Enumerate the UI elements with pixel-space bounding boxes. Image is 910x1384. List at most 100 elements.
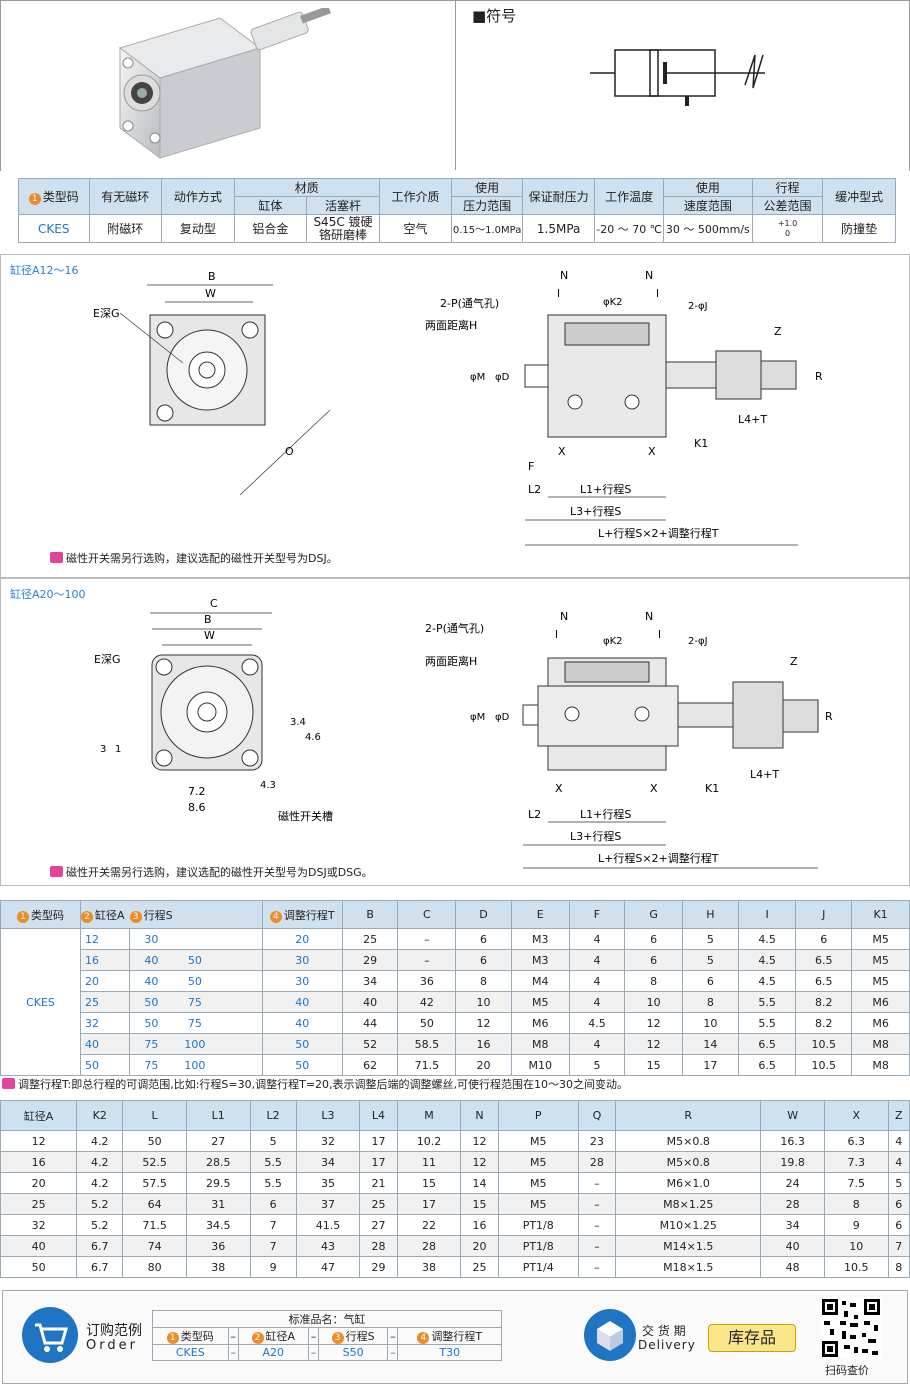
svg-text:L3+行程S: L3+行程S <box>570 830 621 843</box>
svg-text:3.4: 3.4 <box>290 717 306 728</box>
svg-text:Z: Z <box>790 655 798 668</box>
svg-text:L4+T: L4+T <box>750 768 779 781</box>
svg-text:K1: K1 <box>694 437 708 450</box>
svg-text:N: N <box>560 269 568 282</box>
svg-text:φM: φM <box>470 712 485 723</box>
dim-label: E深G <box>93 307 119 320</box>
svg-text:φK2: φK2 <box>603 636 623 647</box>
svg-text:L2: L2 <box>528 808 541 821</box>
svg-text:X: X <box>650 782 658 795</box>
spec-type-code: CKES <box>18 214 90 243</box>
svg-text:L1+行程S: L1+行程S <box>580 483 631 496</box>
drawing1-note: 磁性开关需另行选购，建议选配的磁性开关型号为DSJ。 <box>50 550 338 566</box>
svg-text:R: R <box>815 370 823 383</box>
svg-text:L+行程S×2+调整行程T: L+行程S×2+调整行程T <box>598 526 719 540</box>
svg-text:φM: φM <box>470 372 485 383</box>
note-icon <box>2 1078 15 1089</box>
type-code-cell: CKES <box>0 928 81 1076</box>
svg-text:两面距离H: 两面距离H <box>425 654 477 668</box>
svg-text:K1: K1 <box>705 782 719 795</box>
svg-text:F: F <box>528 460 534 473</box>
svg-text:2-P(通气孔): 2-P(通气孔) <box>440 296 499 310</box>
delivery-title: 交 货 期 <box>642 1324 686 1338</box>
svg-text:8.6: 8.6 <box>188 801 206 814</box>
note-icon <box>50 552 63 563</box>
svg-text:L4+T: L4+T <box>738 413 767 426</box>
drawing2-front-view: C B W E深G 3 1 7.2 8.6 3.4 4.6 4.3 磁性开关槽 <box>94 597 333 823</box>
svg-text:R: R <box>825 710 833 723</box>
svg-text:3: 3 <box>100 744 106 755</box>
drawing1-front-view: B W E深G O <box>93 270 331 496</box>
svg-text:C: C <box>210 597 218 610</box>
scan-label: 扫码查价 <box>825 1364 869 1377</box>
svg-text:X: X <box>558 445 566 458</box>
order-subtitle: Order <box>86 1338 138 1353</box>
svg-text:L1+行程S: L1+行程S <box>580 808 631 821</box>
svg-text:X: X <box>555 782 563 795</box>
svg-text:两面距离H: 两面距离H <box>425 318 477 332</box>
svg-text:φD: φD <box>495 372 510 383</box>
svg-text:N: N <box>645 269 653 282</box>
cart-icon <box>22 1307 78 1363</box>
delivery-subtitle: Delivery <box>638 1338 696 1352</box>
svg-text:4.3: 4.3 <box>260 780 276 791</box>
product-photo <box>118 8 331 159</box>
svg-text:W: W <box>204 629 215 642</box>
svg-text:2-φJ: 2-φJ <box>688 301 708 312</box>
svg-text:L2: L2 <box>528 483 541 496</box>
svg-text:2-P(通气孔): 2-P(通气孔) <box>425 621 484 635</box>
symbol-title: ■符号 <box>472 7 517 25</box>
note-icon <box>50 866 63 877</box>
svg-text:L+行程S×2+调整行程T: L+行程S×2+调整行程T <box>598 851 719 865</box>
svg-text:7.2: 7.2 <box>188 785 206 798</box>
dim-label: B <box>208 270 216 283</box>
svg-text:N: N <box>560 610 568 623</box>
svg-text:B: B <box>204 613 212 626</box>
svg-text:磁性开关槽: 磁性开关槽 <box>278 809 333 823</box>
svg-text:2-φJ: 2-φJ <box>688 636 708 647</box>
table1-note: 调整行程T:即总行程的可调范围,比如:行程S=30,调整行程T=20,表示调整后… <box>2 1076 628 1092</box>
dim-label: W <box>205 287 216 300</box>
dim-label: O <box>285 445 294 458</box>
drawing1-side-view: N N l l φK2 2-φJ 2-P(通气孔) 两面距离H φM φD Z … <box>425 269 823 546</box>
svg-text:E深G: E深G <box>94 653 120 666</box>
svg-text:l: l <box>557 287 560 300</box>
top-divider <box>455 0 456 170</box>
svg-text:Z: Z <box>774 325 782 338</box>
drawing2-side-view: 2-P(通气孔) 两面距离H N N l l φK2 2-φJ φM φD Z … <box>425 610 833 869</box>
svg-text:l: l <box>555 628 558 641</box>
svg-text:l: l <box>656 287 659 300</box>
svg-text:φK2: φK2 <box>603 297 623 308</box>
svg-text:L3+行程S: L3+行程S <box>570 505 621 518</box>
stock-badge: 库存品 <box>708 1324 796 1352</box>
svg-text:X: X <box>648 445 656 458</box>
svg-text:1: 1 <box>115 744 121 755</box>
drawing2-note: 磁性开关需另行选购，建议选配的磁性开关型号为DSJ或DSG。 <box>50 864 373 880</box>
cylinder-symbol <box>590 49 765 106</box>
order-title: 订购范例 <box>86 1323 142 1339</box>
delivery-icon <box>584 1309 636 1361</box>
svg-text:l: l <box>658 628 661 641</box>
svg-text:4.6: 4.6 <box>305 732 321 743</box>
drawing2-label: 缸径A20～100 <box>10 588 86 601</box>
svg-text:N: N <box>645 610 653 623</box>
drawing1-label: 缸径A12～16 <box>10 264 79 277</box>
qr-code[interactable] <box>820 1297 882 1359</box>
